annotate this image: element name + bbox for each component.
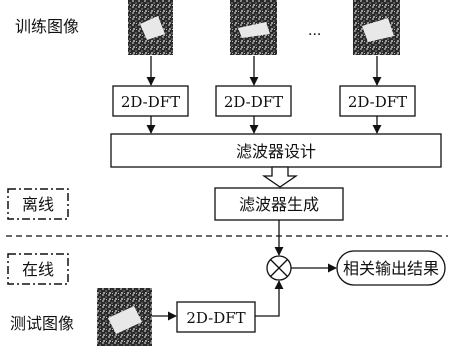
correlation-output-box: 相关输出结果 bbox=[336, 250, 446, 286]
svg-text:滤波器设计: 滤波器设计 bbox=[236, 142, 316, 161]
arrow-test-dft-multiply bbox=[255, 280, 284, 317]
dft-box-1: 2D-DFT bbox=[112, 85, 189, 117]
ellipsis-dots: ··· bbox=[308, 27, 321, 43]
offline-tag: 离线 bbox=[7, 188, 69, 220]
dft-box-3: 2D-DFT bbox=[339, 85, 416, 117]
dft-box-test: 2D-DFT bbox=[176, 301, 256, 333]
svg-text:2D-DFT: 2D-DFT bbox=[121, 93, 180, 111]
svg-text:2D-DFT: 2D-DFT bbox=[348, 93, 407, 111]
multiply-icon bbox=[266, 255, 292, 281]
hollow-arrow-icon bbox=[261, 166, 299, 188]
svg-text:相关输出结果: 相关输出结果 bbox=[343, 259, 439, 278]
filter-generation-box: 滤波器生成 bbox=[214, 187, 344, 221]
svg-text:离线: 离线 bbox=[22, 195, 54, 214]
svg-text:2D-DFT: 2D-DFT bbox=[186, 309, 245, 327]
online-tag: 在线 bbox=[7, 253, 69, 285]
filter-design-box: 滤波器设计 bbox=[110, 133, 442, 168]
test-image bbox=[97, 288, 152, 346]
train-image-3 bbox=[353, 0, 400, 55]
test-image-label: 测试图像 bbox=[10, 314, 74, 333]
train-images-label: 训练图像 bbox=[15, 17, 79, 36]
svg-text:滤波器生成: 滤波器生成 bbox=[239, 195, 319, 214]
train-image-1 bbox=[128, 0, 173, 55]
train-image-2 bbox=[230, 0, 277, 55]
svg-text:在线: 在线 bbox=[22, 260, 54, 279]
dft-box-2: 2D-DFT bbox=[215, 85, 292, 117]
svg-text:2D-DFT: 2D-DFT bbox=[224, 93, 283, 111]
